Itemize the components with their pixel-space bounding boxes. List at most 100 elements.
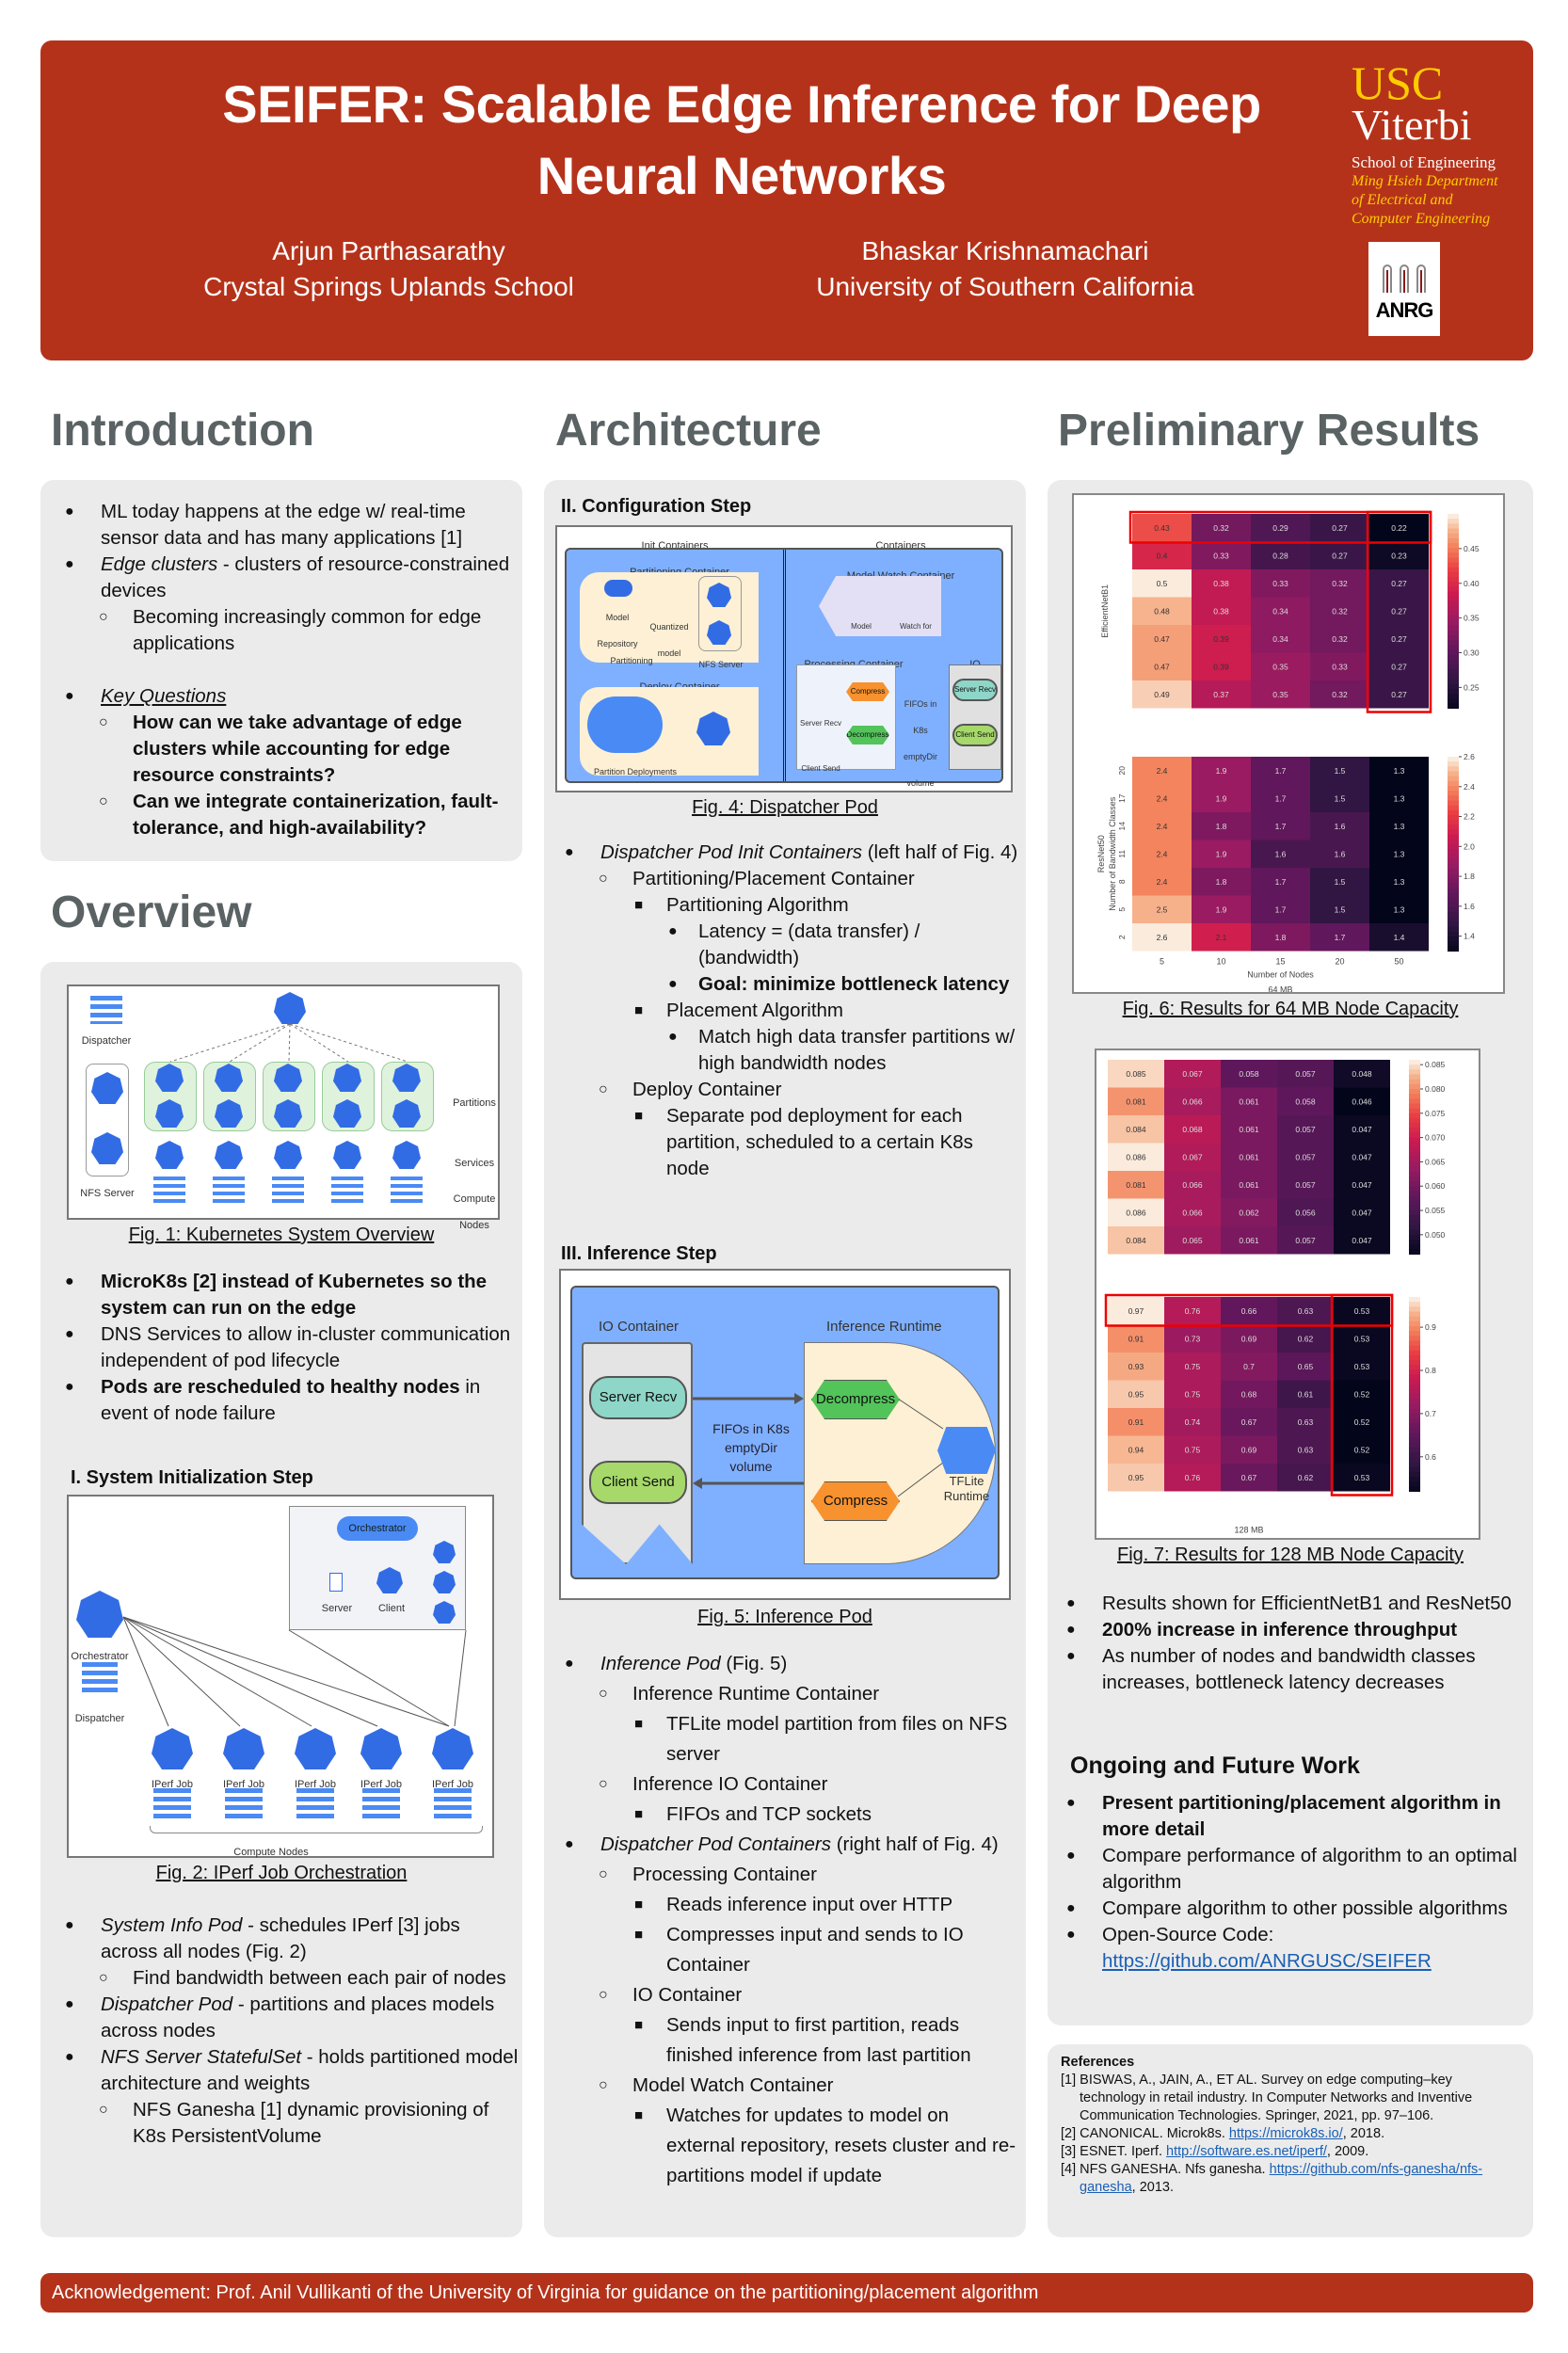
cell-label: 0.52 [1354, 1445, 1370, 1454]
partitioning-container: Model Repository Quantized model Partiti… [580, 572, 759, 669]
cell-label: 2.4 [1157, 766, 1168, 776]
colorbar-segment [1409, 1433, 1420, 1439]
fig-label: IPerf Job [431, 1779, 474, 1790]
arch-sub-sub-bullet: Watches for updates to model on external… [550, 2101, 1020, 2191]
colorbar-segment [1409, 1302, 1420, 1307]
cell-label: 0.27 [1391, 606, 1407, 616]
fig-label: NFS Server [80, 1188, 135, 1199]
fig-label: IPerf Job [222, 1779, 265, 1790]
heatmap-cell [1277, 1324, 1334, 1353]
heatmap-cell [1132, 812, 1192, 840]
cell-label: 0.33 [1272, 579, 1288, 588]
cell-label: 0.63 [1298, 1445, 1314, 1454]
nfs-ganesha-link[interactable]: https://github.com/nfs-ganesha/nfs-ganes… [1080, 2162, 1483, 2195]
y-tick-label: 2 [1117, 935, 1127, 939]
colorbar-segment [1409, 1176, 1420, 1182]
colorbar-segment [1448, 776, 1459, 782]
colorbar-segment [1448, 849, 1459, 855]
github-link[interactable]: https://github.com/ANRGUSC/SEIFER [1102, 1950, 1432, 1972]
arch-sub-sub-bullet: Reads inference input over HTTP [550, 1890, 1020, 1920]
cloud-icon: Orchestrator [337, 1516, 418, 1541]
colorbar-segment [1409, 1345, 1420, 1352]
heatmap-cell [1221, 1464, 1277, 1492]
dispatcher-pod-box: Partitioning Container Model Repository … [565, 548, 1003, 788]
cell-label: 1.3 [1394, 904, 1405, 914]
overview-bullet: DNS Services to allow in-cluster communi… [50, 1321, 520, 1374]
heatmap-cell [1310, 868, 1369, 896]
cell-label: 0.27 [1332, 523, 1348, 533]
volume-icon [274, 1099, 302, 1128]
heatmap-cell [1277, 1115, 1334, 1144]
colorbar-segment [1448, 571, 1459, 578]
highlight-col [1330, 1293, 1394, 1497]
bullet-text: Inference Runtime Container [632, 1683, 880, 1705]
heatmap-cell [1251, 514, 1310, 542]
heatmap-cell [1132, 895, 1192, 923]
colorbar-segment [1448, 757, 1459, 762]
future-bullet: Present partitioning/placement algorithm… [1051, 1790, 1528, 1843]
heatmap-cell [1277, 1408, 1334, 1436]
divider [783, 550, 786, 781]
orchestrator-icon [76, 1591, 123, 1638]
heading-introduction: Introduction [51, 406, 314, 456]
colorbar-segment [1409, 1336, 1420, 1341]
cell-label: 0.53 [1354, 1334, 1370, 1343]
colorbar-segment [1409, 1103, 1420, 1110]
heatmap-cell [1277, 1060, 1334, 1088]
colorbar-segment [1448, 868, 1459, 874]
heatmap-cell [1221, 1408, 1277, 1436]
author-2: Bhaskar Krishnamachari University of Sou… [760, 233, 1250, 305]
cell-label: 0.39 [1213, 662, 1229, 671]
colorbar-tick-label: 1.8 [1464, 872, 1475, 881]
service-icon [215, 1141, 243, 1169]
fig-label: Partition Deployments [593, 767, 678, 776]
colorbar-segment [1409, 1365, 1420, 1370]
colorbar-tick-label: 0.30 [1464, 648, 1480, 658]
fig-label: Compute Nodes [233, 1847, 309, 1858]
colorbar-segment [1409, 1161, 1420, 1168]
fig2-iperf-orchestration: Orchestrator Server Client Orchestrator … [67, 1495, 494, 1858]
colorbar-segment [1409, 1437, 1420, 1444]
cell-label: 0.34 [1272, 606, 1288, 616]
colorbar-segment [1448, 557, 1459, 564]
colorbar-segment [1448, 591, 1459, 598]
x-tick-label: 50 [1394, 957, 1403, 967]
heatmap-cell [1251, 652, 1310, 680]
colorbar-tick-label: 2.4 [1464, 782, 1475, 792]
author-affiliation: University of Southern California [816, 272, 1194, 301]
cell-label: 0.066 [1182, 1208, 1203, 1217]
future-bullet: Compare algorithm to other possible algo… [1051, 1896, 1528, 1922]
colorbar-segment [1448, 537, 1459, 544]
colorbar-tick-label: 2.0 [1464, 841, 1475, 851]
colorbar-segment [1448, 863, 1459, 870]
heatmap-cell [1277, 1435, 1334, 1464]
bullet-text: Compare performance of algorithm to an o… [1102, 1845, 1517, 1893]
colorbar-segment [1448, 931, 1459, 937]
arch-sub-sub-bullet: Placement Algorithm [550, 998, 1020, 1024]
colorbar-segment [1448, 902, 1459, 908]
references-panel: References [1] BISWAS, A., JAIN, A., ET … [1048, 2044, 1533, 2237]
colorbar-segment [1448, 523, 1459, 529]
microk8s-link[interactable]: https://microk8s.io/ [1228, 2126, 1343, 2141]
colorbar-segment [1448, 659, 1459, 665]
colorbar-segment [1448, 674, 1459, 680]
colorbar-segment [1409, 1195, 1420, 1202]
cell-label: 0.75 [1185, 1362, 1201, 1371]
heatmap-cell [1334, 1198, 1390, 1226]
heatmap-cell [1369, 757, 1429, 785]
cell-label: 0.057 [1295, 1152, 1316, 1161]
cell-label: 0.47 [1154, 662, 1170, 671]
iperf-link[interactable]: http://software.es.net/iperf/ [1166, 2144, 1327, 2159]
x-tick-label: 15 [1275, 957, 1285, 967]
colorbar-segment [1448, 600, 1459, 607]
bullet-text: ML today happens at the edge w/ real-tim… [101, 501, 466, 549]
cell-label: 0.048 [1352, 1069, 1372, 1079]
heatmap-cell [1277, 1171, 1334, 1199]
cell-label: 0.086 [1126, 1152, 1146, 1161]
fig7-caption: Fig. 7: Results for 128 MB Node Capacity [1117, 1545, 1464, 1565]
colorbar-segment [1448, 892, 1459, 899]
colorbar-segment [1448, 649, 1459, 656]
heatmap-cell [1192, 840, 1251, 868]
cell-label: 1.8 [1216, 822, 1227, 831]
